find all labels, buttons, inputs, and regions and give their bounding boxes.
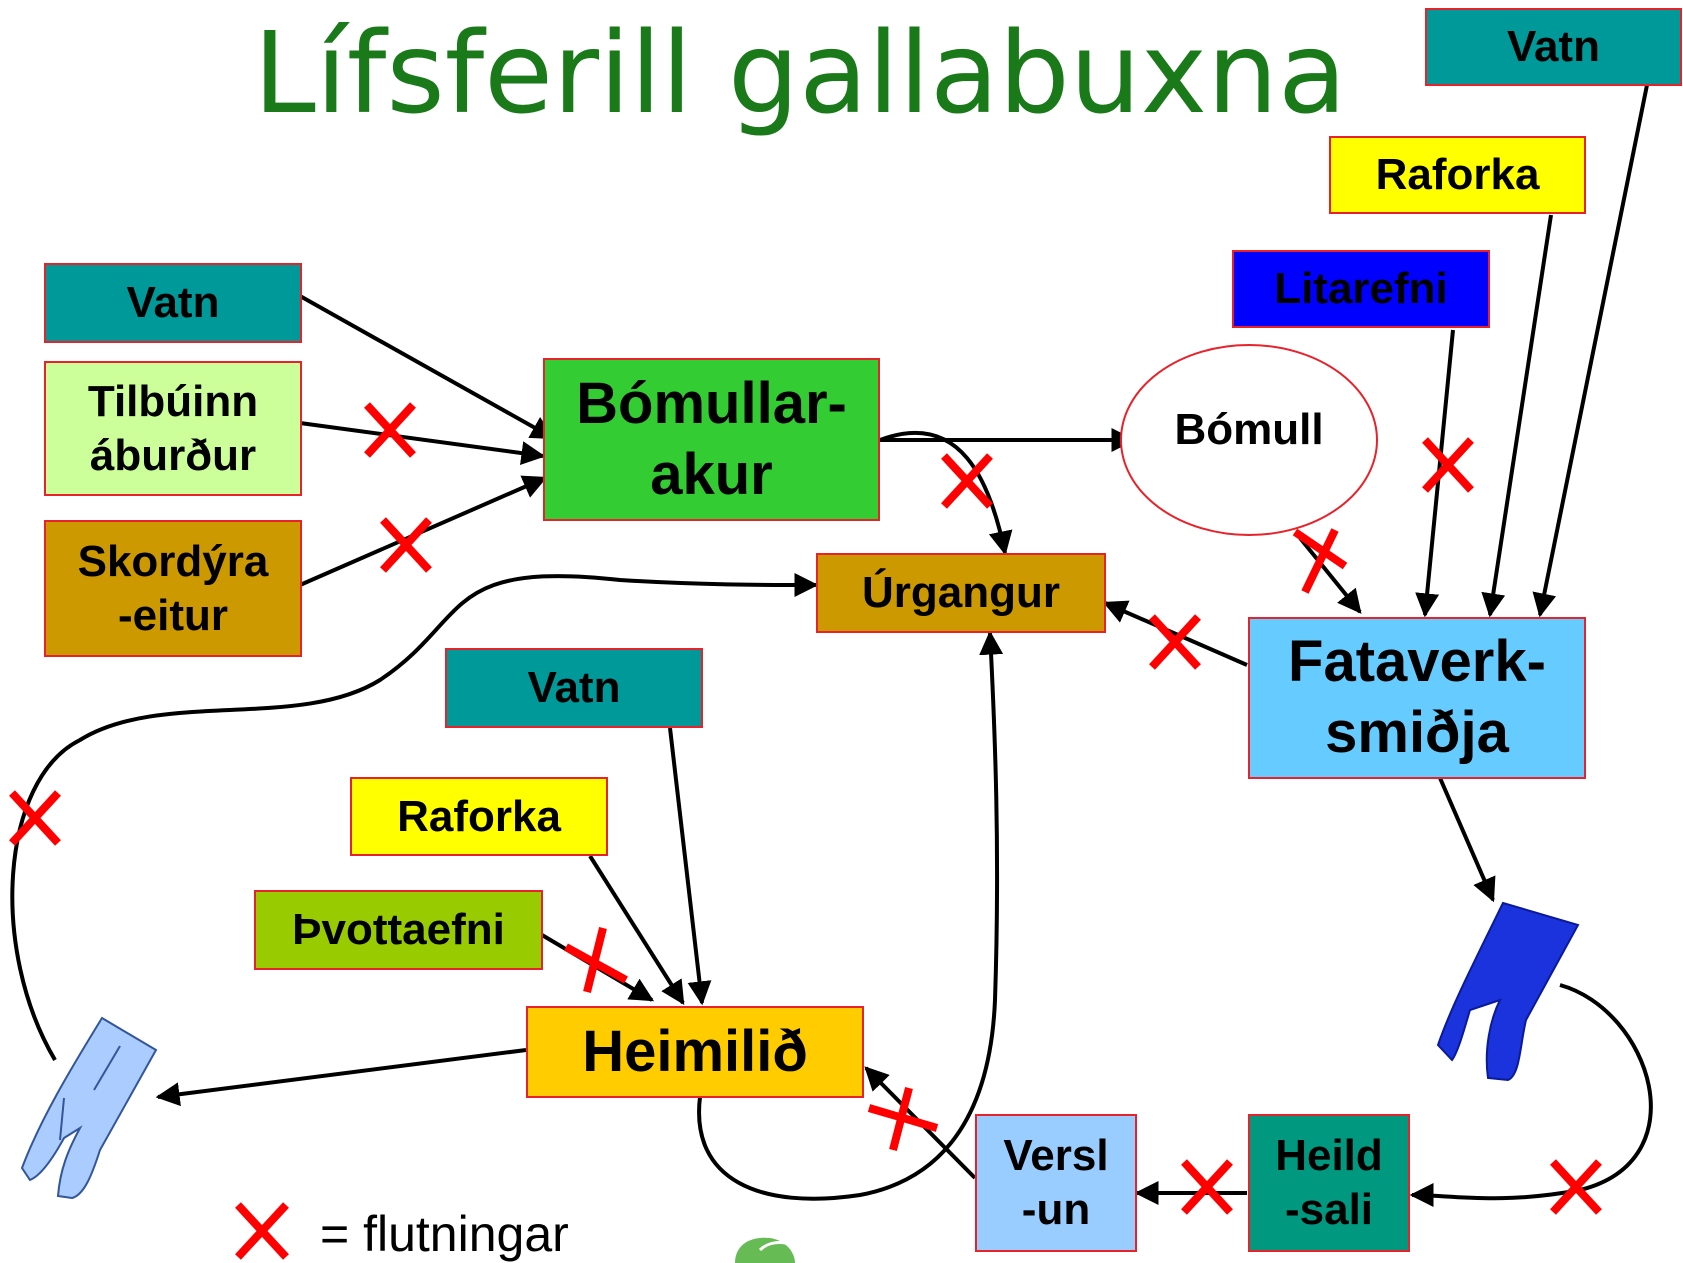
arrow-heimilid-to-jeans <box>155 1048 527 1107</box>
box-heildsali: Heild -sali <box>1248 1114 1410 1252</box>
box-vatn-mid-label: Vatn <box>527 663 621 713</box>
arrow-fataverksmidja-to-jeans <box>1438 777 1496 903</box>
used-jeans-icon <box>20 1016 158 1200</box>
box-thvottaefni: Þvottaefni <box>254 890 543 970</box>
box-raforka-mid: Raforka <box>350 777 608 856</box>
transport-cross-icon <box>867 1087 939 1151</box>
transport-cross-icon <box>364 402 416 458</box>
box-heimilid-label: Heimilið <box>582 1018 808 1084</box>
arrow-aburdur-to-bomullarakur <box>299 421 546 465</box>
arrow-bomull-to-fataverksmidja <box>1298 536 1362 614</box>
transport-cross-icon <box>941 453 993 509</box>
transport-cross-icon <box>1550 1159 1602 1215</box>
box-tilbuinn-aburdur: Tilbúinn áburður <box>44 361 302 496</box>
box-raforka-mid-label: Raforka <box>397 791 561 841</box>
arrow-fataverksmidja-to-urgangur <box>1102 600 1248 667</box>
box-litarefni-label: Litarefni <box>1274 264 1448 314</box>
arrow-raforka-to-fataverksmidja <box>1481 214 1553 618</box>
box-litarefni: Litarefni <box>1232 250 1490 328</box>
box-urgangur-label: Úrgangur <box>862 568 1060 618</box>
transport-cross-icon <box>380 517 432 573</box>
box-thvottaefni-label: Þvottaefni <box>292 905 505 955</box>
box-bomullarakur: Bómullar- akur <box>543 358 880 521</box>
new-jeans-icon <box>1436 901 1580 1082</box>
transport-cross-icon <box>9 790 61 846</box>
arrow-raforka-to-heimilid <box>588 854 685 1006</box>
box-skordyraeitur-label: Skordýra -eitur <box>77 536 269 640</box>
box-vatn-top-label: Vatn <box>1507 22 1600 72</box>
transport-cross-icon <box>564 927 628 993</box>
transport-cross-icon <box>1292 528 1348 594</box>
box-heildsali-label: Heild -sali <box>1275 1131 1383 1234</box>
box-fataverksmidja-label: Fataverk- smiðja <box>1288 629 1546 765</box>
arrow-heimilid-to-urgangur <box>697 630 1004 1201</box>
transport-cross-icon <box>1149 614 1201 670</box>
arrow-vatn-to-heimilid <box>668 727 712 1006</box>
box-vatn-left: Vatn <box>44 263 302 343</box>
transport-cross-icon <box>1181 1159 1233 1215</box>
box-vatn-mid: Vatn <box>445 648 703 728</box>
legend-cross-icon <box>235 1202 289 1260</box>
arrow-bomullarakur-to-urgangur <box>879 431 1013 556</box>
box-tilbuinn-aburdur-label: Tilbúinn áburður <box>87 376 259 480</box>
transport-cross-icon <box>1422 437 1474 493</box>
box-verslun: Versl -un <box>975 1114 1137 1252</box>
box-raforka-top: Raforka <box>1329 136 1586 214</box>
arrow-vatn-to-bomullarakur <box>299 294 556 440</box>
box-skordyraeitur: Skordýra -eitur <box>44 520 302 657</box>
diagram-title: Lífsferill gallabuxna <box>253 9 1347 139</box>
box-bomullarakur-label: Bómullar- akur <box>576 370 847 507</box>
logo-leaf-icon <box>735 1237 800 1263</box>
box-verslun-label: Versl -un <box>1003 1131 1109 1234</box>
box-vatn-top: Vatn <box>1425 8 1682 86</box>
box-heimilid: Heimilið <box>526 1006 864 1098</box>
box-vatn-left-label: Vatn <box>126 278 220 328</box>
box-urgangur: Úrgangur <box>816 553 1106 633</box>
box-fataverksmidja: Fataverk- smiðja <box>1248 617 1586 779</box>
legend-label: = flutningar <box>320 1206 569 1262</box>
arrow-jeans-to-heildsali <box>1409 983 1653 1208</box>
bomull-ellipse <box>1120 344 1378 536</box>
bomull-label: Bómull <box>1174 405 1324 454</box>
box-raforka-top-label: Raforka <box>1375 150 1540 200</box>
arrow-vatn-to-fataverksmidja <box>1532 84 1649 618</box>
